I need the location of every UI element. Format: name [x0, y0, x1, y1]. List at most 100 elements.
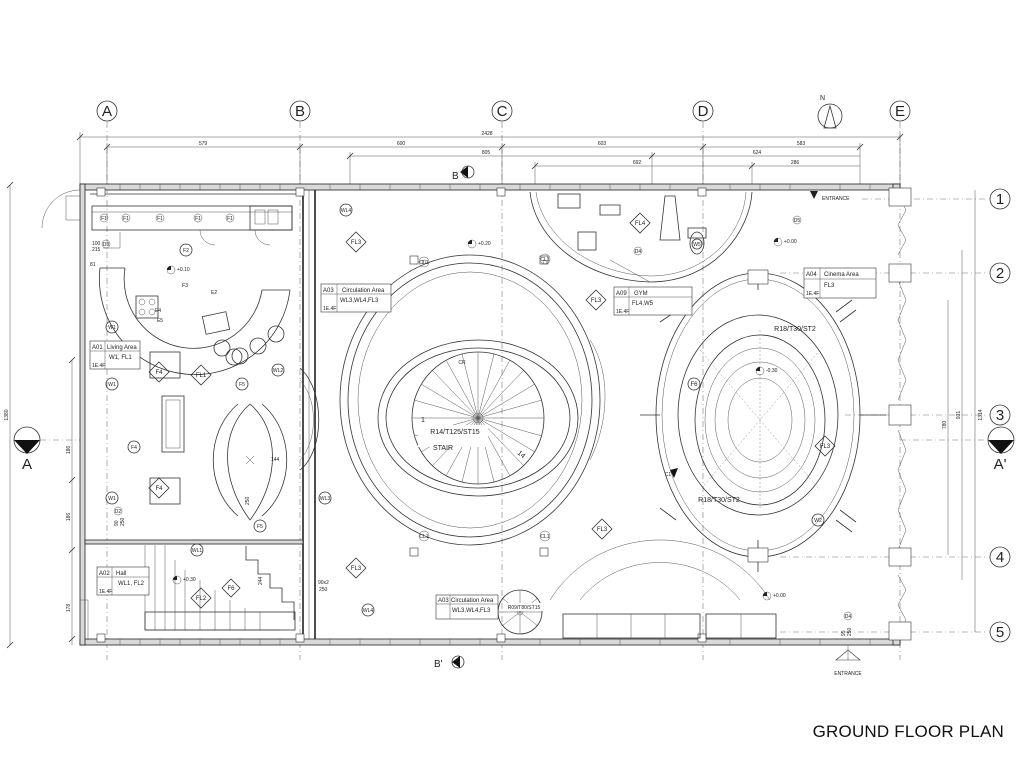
cinema-stair-top: R18/T30/ST2 — [774, 326, 816, 333]
room-sub-living: 1E.4F — [92, 363, 105, 369]
wall-tag-w1-a: W1 — [105, 320, 119, 334]
grid-bubble-1 — [989, 188, 1011, 210]
fixture-tag-f1-b: F1 — [155, 213, 165, 223]
dim-misc-90: 90 — [114, 520, 120, 526]
entrance-bottom: ENTRANCE — [834, 645, 862, 677]
svg-text:D2: D2 — [115, 509, 122, 515]
grid-bubble-5 — [989, 621, 1011, 643]
svg-text:D5: D5 — [794, 218, 801, 224]
fixture-tag-f5-b: F5 — [253, 519, 267, 533]
fixture-tag-d3: D3 — [101, 239, 111, 249]
dim-misc-144: 144 — [271, 457, 280, 463]
svg-text:FL3: FL3 — [351, 566, 362, 572]
svg-text:W1: W1 — [108, 496, 116, 502]
svg-text:+0.00: +0.00 — [773, 593, 786, 599]
svg-text:F6: F6 — [227, 586, 235, 592]
svg-text:D4: D4 — [845, 614, 852, 620]
wall-tag-w2: W2 — [811, 513, 825, 527]
svg-text:FL2: FL2 — [196, 596, 207, 602]
svg-text:FL1: FL1 — [196, 373, 207, 379]
level-marker-1: +0.10 — [166, 265, 190, 275]
svg-text:+0.00: +0.00 — [784, 239, 797, 245]
plan-title: GROUND FLOOR PLAN — [812, 722, 1004, 741]
misc-dimensions: 100 215 81 144 250 244 90x2 250 90 250 9… — [90, 241, 853, 636]
dim-583: 583 — [797, 141, 806, 147]
svg-text:+0.30: +0.30 — [183, 577, 196, 583]
grid-label-e: E — [895, 103, 905, 120]
grid-label-a: A — [102, 103, 112, 120]
room-spec-circulation-upper: WL3,WL4,FL3 — [340, 298, 379, 304]
grid-column-bubbles: A B C D E — [96, 100, 911, 122]
svg-text:W2: W2 — [814, 518, 822, 524]
fixture-tag-f1-d: F1 — [225, 213, 235, 223]
fixture-tag-f1-c: F1 — [193, 213, 203, 223]
svg-text:W1: W1 — [108, 325, 116, 331]
svg-text:WL4: WL4 — [341, 208, 352, 214]
room-sub-hall: 1E.4F — [99, 589, 112, 595]
floor-tag-fl3-e: FL3 — [814, 435, 836, 457]
svg-text:F1: F1 — [157, 216, 163, 222]
section-label-a: A — [22, 456, 32, 473]
svg-text:F4: F4 — [155, 370, 163, 376]
dim-186-a: 186 — [66, 446, 72, 455]
floor-tag-fl1: FL1 — [190, 364, 212, 386]
fixture-tag-f2: F2 — [179, 243, 193, 257]
fixture-tag-cl1-d: CL1 — [539, 530, 551, 542]
level-marker-6: -0.30 — [755, 366, 778, 376]
svg-text:F1: F1 — [101, 216, 107, 222]
grid-bubble-e — [889, 100, 911, 122]
fixture-tag-d2: D2 — [113, 506, 123, 516]
level-marker-3: +0.30 — [172, 575, 196, 585]
dim-603: 603 — [598, 141, 607, 147]
svg-text:FL3: FL3 — [351, 240, 362, 246]
dim-286: 286 — [791, 160, 800, 166]
wall-tag-w1-b: W1 — [105, 377, 119, 391]
section-label-b: B — [452, 171, 459, 182]
section-marker-b-prime: B' — [434, 655, 465, 670]
floor-tag-fl3-a: FL3 — [345, 231, 367, 253]
dim-1314: 1314 — [978, 409, 984, 420]
cinema-area — [640, 269, 886, 572]
fixture-tag-f1-e: F1 — [99, 213, 109, 223]
grid-bubble-c — [491, 100, 513, 122]
svg-text:CL1: CL1 — [419, 260, 428, 266]
grid-bubble-b — [289, 100, 311, 122]
room-name-circulation-lower: Circulation Area — [451, 598, 494, 604]
dim-misc-215: 215 — [92, 247, 101, 253]
main-stair-up: CR — [458, 360, 466, 366]
wall-tag-wl4-a: WL4 — [339, 203, 353, 217]
grid-lines — [106, 122, 988, 660]
room-tag-cinema: A04 Cinema Area FL3 1E.4F — [803, 267, 877, 299]
main-stair-start: 1 — [421, 417, 425, 424]
spiral-stair-spec: R09/T80/ST15 — [508, 605, 541, 611]
room-spec-gym: FL4,W5 — [632, 301, 654, 307]
fixture-tag-e2: E2 — [211, 290, 217, 296]
facade-ticks — [119, 184, 871, 645]
level-marker-4: +0.00 — [773, 237, 797, 247]
dim-misc-90x2: 90x2 — [318, 580, 329, 586]
fixture-tag-e4: E4 — [155, 308, 161, 314]
room-tag-gym: A09 GYM FL4,W5 1E.4F — [613, 286, 693, 316]
dim-misc-81: 81 — [90, 262, 96, 268]
level-markers: +0.10 +0.20 +0.30 +0.00 +0.00 -0.30 — [166, 237, 797, 601]
room-name-hall: Hall — [116, 571, 126, 577]
dim-600: 600 — [397, 141, 406, 147]
floor-tag-f4-b: F4 — [148, 477, 170, 499]
svg-text:FL4: FL4 — [635, 221, 646, 227]
svg-text:D3: D3 — [103, 242, 110, 248]
wall-tag-wl3: WL3 — [318, 491, 332, 505]
dim-misc-250-c: 250 — [120, 517, 126, 526]
room-name-cinema: Cinema Area — [824, 272, 859, 278]
room-tag-circulation-lower: A03 Circulation Area WL3,WL4,FL3 — [435, 594, 499, 620]
svg-text:F5: F5 — [257, 524, 263, 530]
section-marker-a: A — [13, 426, 80, 473]
room-tag-circulation-upper: A03 Circulation Area WL3,WL4,FL3 1E.4F — [320, 283, 392, 313]
room-code-a03-lower: A03 — [438, 598, 449, 604]
room-name-circulation-upper: Circulation Area — [342, 288, 385, 294]
room-code-a09: A09 — [616, 291, 627, 297]
fixture-tag-f4: F4 — [127, 440, 141, 454]
grid-bubble-a — [96, 100, 118, 122]
fixture-tag-d5: D5 — [792, 215, 802, 225]
fixture-tag-cl1-a: CL1 — [418, 256, 430, 268]
